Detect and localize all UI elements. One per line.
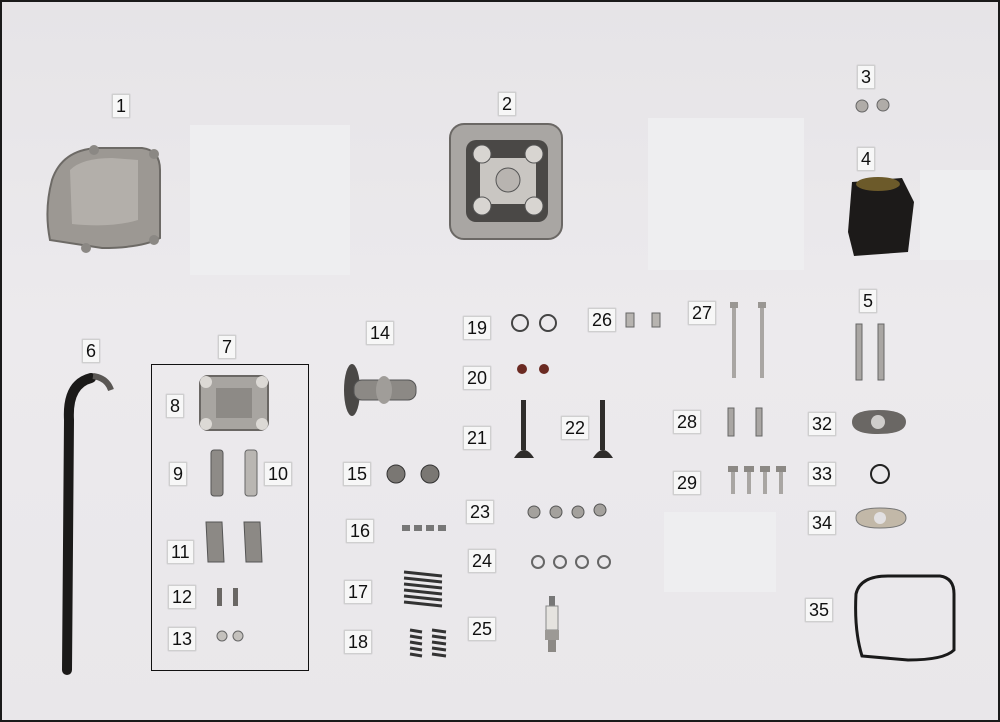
part-label-10: 10 (264, 462, 293, 486)
washers (216, 630, 244, 642)
valve-cotters (402, 525, 446, 531)
part-label-11: 11 (167, 540, 194, 564)
part-label-19: 19 (463, 316, 492, 340)
spark-plug (545, 596, 559, 652)
head-cover-gasket (854, 574, 956, 662)
rocker-arms (205, 521, 263, 563)
part-label-18: 18 (344, 630, 373, 654)
part-label-28: 28 (673, 410, 702, 434)
part-label-22: 22 (561, 416, 590, 440)
part-label-32: 32 (808, 412, 837, 436)
part-label-14: 14 (366, 321, 395, 345)
part-label-35: 35 (805, 598, 834, 622)
dowel-pins (625, 312, 661, 328)
part-label-27: 27 (688, 301, 717, 325)
spring-retainers (527, 503, 607, 519)
cylinder-head (449, 123, 563, 240)
part-label-6: 6 (82, 339, 101, 363)
nuts (855, 98, 890, 113)
intake-manifold (848, 177, 914, 256)
bolts (728, 466, 786, 494)
part-label-1: 1 (112, 94, 131, 118)
breather-hose (62, 373, 114, 675)
part-label-2: 2 (498, 92, 517, 116)
background-patch (664, 512, 776, 592)
part-label-15: 15 (343, 462, 372, 486)
intake-valve (514, 400, 534, 458)
insulator-flange (852, 410, 906, 434)
intake-o-ring (870, 464, 890, 484)
exhaust-valve (593, 400, 613, 458)
rocker-assembly-group-box (151, 364, 309, 671)
short-pins (727, 407, 763, 437)
intake-gasket (855, 507, 907, 529)
part-label-9: 9 (169, 462, 188, 486)
part-label-20: 20 (463, 366, 492, 390)
part-label-13: 13 (168, 627, 197, 651)
valve-seals (386, 464, 440, 484)
cylinder-head-cover (46, 145, 161, 253)
part-label-34: 34 (808, 511, 837, 535)
part-label-7: 7 (218, 335, 237, 359)
studs (855, 323, 885, 381)
rocker-shafts (210, 449, 258, 497)
part-label-21: 21 (463, 426, 492, 450)
part-label-33: 33 (808, 462, 837, 486)
background-patch (648, 118, 804, 270)
part-label-12: 12 (168, 585, 197, 609)
part-label-25: 25 (468, 617, 497, 641)
part-label-29: 29 (673, 471, 702, 495)
long-bolts (730, 302, 766, 378)
pins (217, 588, 238, 606)
part-label-8: 8 (166, 394, 185, 418)
camshaft (344, 364, 417, 416)
part-label-23: 23 (466, 500, 495, 524)
background-patch (920, 170, 998, 260)
rocker-arm-holder (199, 375, 269, 431)
stem-seals (517, 364, 549, 374)
part-label-24: 24 (468, 549, 497, 573)
outer-valve-springs (403, 570, 443, 608)
o-rings (511, 314, 557, 332)
part-label-17: 17 (344, 580, 373, 604)
part-label-4: 4 (857, 147, 876, 171)
part-label-3: 3 (857, 65, 876, 89)
part-label-5: 5 (859, 289, 878, 313)
part-label-26: 26 (588, 308, 617, 332)
inner-valve-springs (409, 628, 447, 658)
spring-seats (531, 555, 611, 569)
part-label-16: 16 (346, 519, 375, 543)
background-patch (190, 125, 350, 275)
